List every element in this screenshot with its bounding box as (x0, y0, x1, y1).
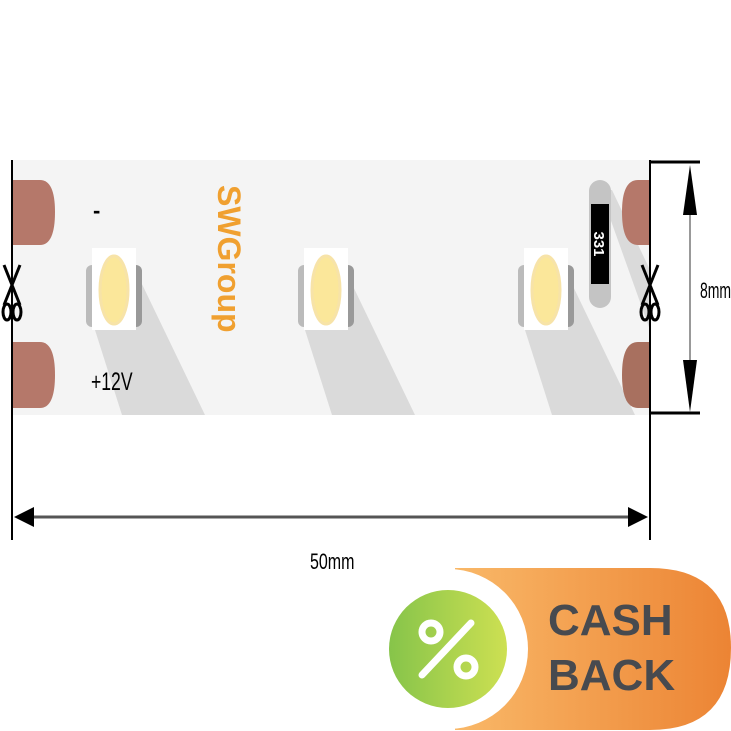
led-3 (518, 248, 574, 330)
plus-12v-label: +12V (91, 367, 133, 396)
arrow-down-icon (683, 360, 697, 412)
width-label: 8mm (700, 278, 731, 303)
arrow-left-icon (14, 507, 34, 527)
length-label: 50mm (310, 551, 354, 575)
cashback-line1: CASH (548, 596, 673, 645)
led-2 (298, 248, 354, 330)
led-1 (86, 248, 142, 330)
minus-label: - (93, 198, 100, 223)
resistor: 331 (589, 180, 611, 308)
arrow-up-icon (683, 165, 697, 215)
cashback-line2: BACK (548, 651, 675, 700)
brand-logo: SWGroup (211, 185, 247, 333)
dimension-lines (11, 160, 700, 540)
percent-icon (418, 619, 479, 680)
copper-pads (12, 180, 650, 408)
cashback-badge: CASH BACK (368, 568, 731, 730)
arrow-right-icon (628, 507, 648, 527)
resistor-code: 331 (590, 231, 607, 256)
